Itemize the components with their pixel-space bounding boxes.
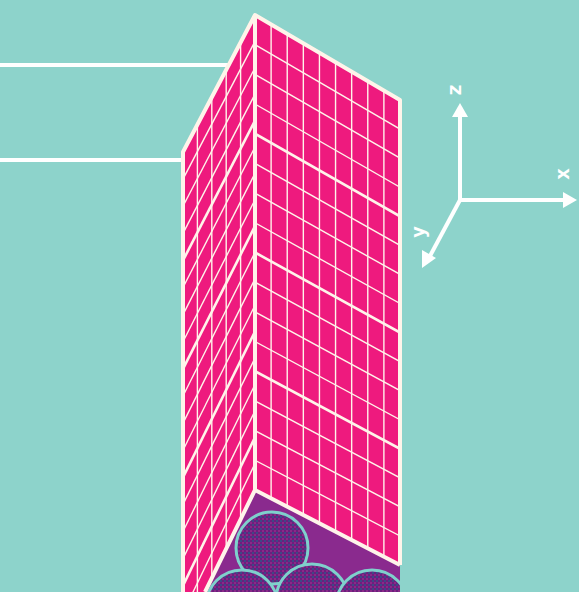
grid-line: [255, 312, 400, 391]
axis-label: x: [552, 168, 572, 180]
grid-line: [255, 371, 400, 449]
cylinder: [276, 564, 348, 592]
leader-line: [0, 158, 188, 162]
axis-label: y: [408, 226, 428, 238]
z-axis: [458, 115, 462, 200]
grid-line: [255, 460, 400, 536]
arrowhead: [422, 250, 436, 268]
grid-line: [183, 147, 255, 288]
grid-line: [183, 332, 255, 478]
panel-grid: [255, 24, 400, 556]
grid-line: [183, 226, 255, 369]
left-panel: [183, 15, 255, 592]
cylinder: [336, 570, 408, 592]
front-edge: [253, 15, 257, 490]
arrowhead: [563, 192, 577, 208]
axis-label: z: [444, 84, 464, 96]
grid-line: [255, 193, 400, 274]
grid-line: [255, 401, 400, 478]
grid-line: [197, 125, 198, 592]
grid-line: [183, 358, 255, 504]
y-axis: [430, 200, 460, 256]
grid-line: [255, 342, 400, 420]
grid-line: [255, 431, 400, 507]
grid-line: [183, 41, 255, 179]
grid-line: [255, 253, 400, 333]
arrowhead: [452, 103, 468, 117]
grid-line: [183, 305, 255, 450]
grid-line: [183, 464, 255, 592]
grid-line: [183, 94, 255, 233]
grid-line: [183, 200, 255, 342]
axes: [422, 103, 577, 268]
leader-line: [0, 63, 243, 67]
cylinder: [206, 570, 278, 592]
grid-line: [183, 68, 255, 206]
outer-edge: [183, 15, 400, 592]
box-edges: [183, 15, 400, 592]
grid-line: [183, 253, 255, 397]
bottom-edge: [205, 490, 400, 592]
grid-line: [183, 173, 255, 314]
grid-line: [255, 282, 400, 361]
right-panel: [255, 15, 400, 565]
grid-line: [183, 121, 255, 261]
x-axis: [458, 198, 565, 202]
